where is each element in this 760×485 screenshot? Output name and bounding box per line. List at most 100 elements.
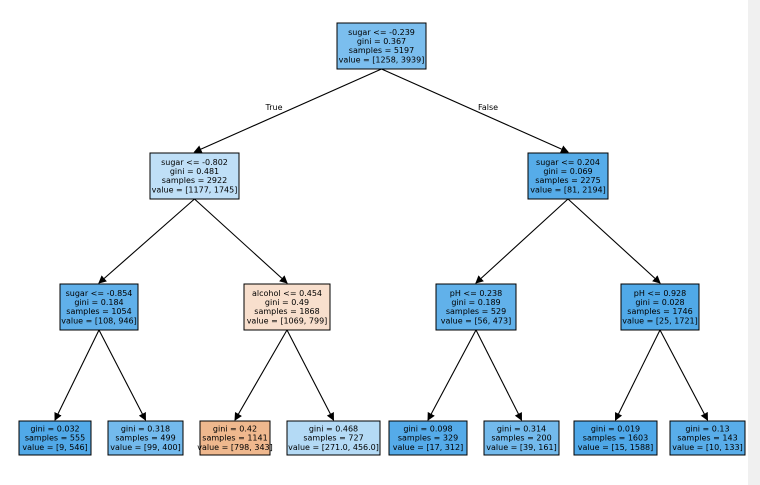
node-line: pH <= 0.928 [634,289,687,298]
node-line: gini = 0.314 [497,424,546,433]
edge-n6-to-l8 [659,329,708,421]
node-line: value = [17, 312] [393,443,463,452]
node-line: value = [81, 2194] [530,185,606,194]
node-line: gini = 0.019 [591,424,640,433]
node-line: value = [15, 1588] [578,443,654,452]
node-line: samples = 727 [303,434,363,443]
node-box [527,152,609,200]
node-line: value = [39, 161] [486,443,556,452]
node-box [59,283,139,331]
node-box [18,420,92,456]
node-line: samples = 1746 [627,307,692,316]
node-line: alcohol <= 0.454 [252,289,322,298]
node-line: sugar <= 0.204 [536,158,600,167]
edge-n3-to-l2 [98,329,146,421]
node-line: value = [10, 133] [672,443,742,452]
node-line: gini = 0.367 [357,37,406,46]
node-line: gini = 0.49 [265,298,309,307]
edge-n6-to-l7 [615,329,661,421]
node-line: value = [1177, 1745] [152,185,238,194]
edge-n4-to-l3 [234,329,288,421]
node-line: value = [1258, 3939] [339,55,425,64]
node-line: gini = 0.318 [121,424,170,433]
node-line: value = [271.0, 456.0] [288,443,379,452]
node-line: value = [56, 473] [441,316,511,325]
node-box [388,420,468,456]
node-line: value = [9, 546] [22,443,87,452]
node-box [669,420,746,456]
node-line: samples = 200 [491,434,551,443]
edges-layer [54,68,708,421]
edge-n3-to-l1 [54,329,100,421]
node-line: samples = 143 [677,434,737,443]
node-box [286,420,381,456]
node-line: pH <= 0.238 [450,289,503,298]
node-line: gini = 0.032 [30,424,79,433]
node-line: samples = 1141 [202,434,267,443]
node-line: value = [108, 946] [61,316,137,325]
false-branch-label: False [478,103,498,112]
node-box [149,152,240,200]
node-box [336,22,427,70]
node-line: value = [25, 1721] [622,316,698,325]
node-line: sugar <= -0.802 [161,158,228,167]
node-line: value = [99, 400] [110,443,180,452]
node-line: gini = 0.028 [635,298,684,307]
node-line: gini = 0.184 [74,298,123,307]
node-line: samples = 1054 [66,307,131,316]
node-line: sugar <= -0.854 [66,289,133,298]
node-box [573,420,658,456]
node-line: gini = 0.13 [685,424,729,433]
edge-n4-to-l4 [286,329,334,421]
node-line: samples = 2922 [162,176,227,185]
edge-n2-to-n6 [567,198,661,284]
edge-n1-to-n4 [194,198,288,284]
node-line: samples = 2275 [535,176,600,185]
edge-n5-to-l5 [427,329,477,421]
node-box [483,420,560,456]
node-box [199,420,271,456]
node-line: value = [798, 343] [197,443,273,452]
node-line: samples = 555 [25,434,85,443]
scrollbar-track[interactable] [748,0,760,485]
node-line: gini = 0.189 [451,298,500,307]
node-line: samples = 499 [115,434,175,443]
node-box [620,283,700,331]
edge-n1-to-n3 [98,198,195,284]
node-line: samples = 529 [446,307,506,316]
node-line: gini = 0.42 [213,424,257,433]
node-box [435,283,517,331]
edge-n2-to-n5 [475,198,569,284]
node-line: gini = 0.069 [543,167,592,176]
true-branch-label: True [265,103,283,112]
node-line: gini = 0.481 [170,167,219,176]
node-line: value = [1069, 799] [247,316,328,325]
node-line: sugar <= -0.239 [348,28,415,37]
edge-n5-to-l6 [475,329,522,421]
node-line: gini = 0.468 [309,424,358,433]
node-line: samples = 1868 [254,307,319,316]
node-box [243,283,331,331]
edge-root-to-n2 [381,68,569,153]
node-box [107,420,184,456]
node-line: samples = 1603 [583,434,648,443]
node-line: samples = 329 [398,434,458,443]
node-line: gini = 0.098 [403,424,452,433]
